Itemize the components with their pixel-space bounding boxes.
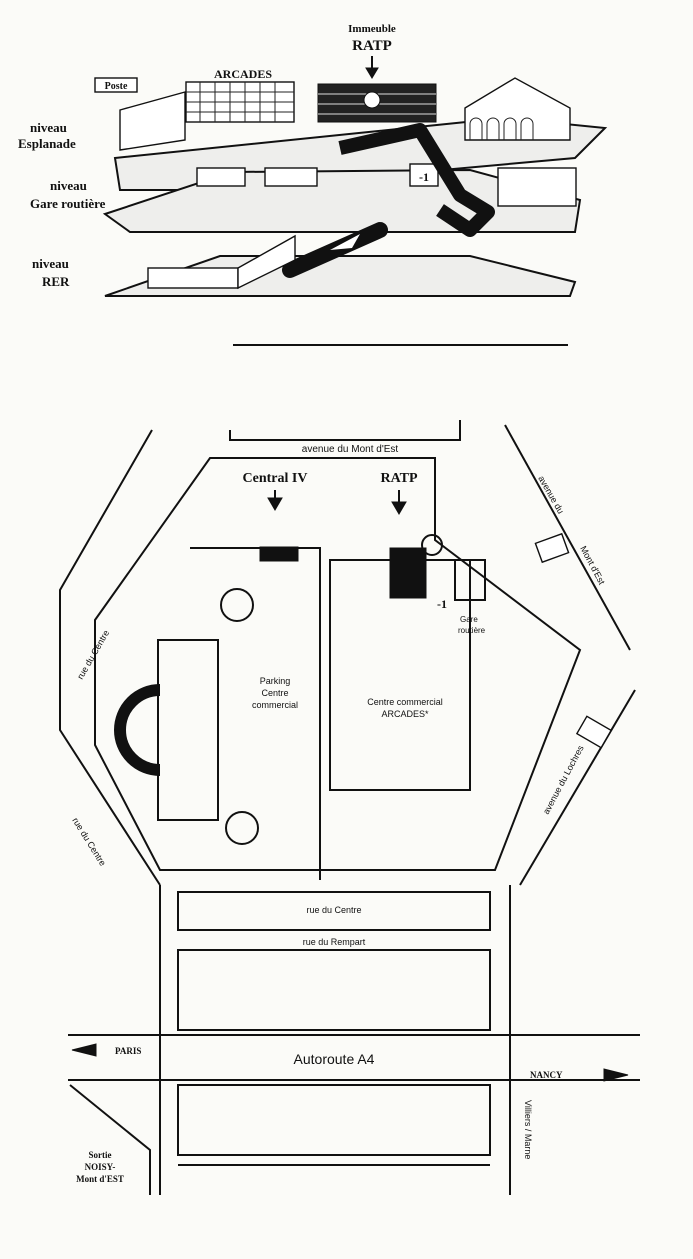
road-outer-left — [59, 429, 161, 886]
road-right-lower-outer — [519, 689, 636, 886]
autoroute-label: Autoroute A4 — [294, 1051, 375, 1067]
road-right-upper-outer — [504, 424, 631, 651]
parking-label-2: Centre — [261, 688, 288, 698]
road-top-outer — [229, 420, 461, 441]
escalator-upper — [338, 123, 495, 237]
parking-label-3: commercial — [252, 700, 298, 710]
sortie-label-3: Mont d'EST — [76, 1174, 124, 1184]
ratp-entrance — [363, 91, 381, 109]
gare-label-1: Gare — [460, 615, 478, 624]
parking-ramp — [114, 684, 161, 776]
arcades-label: ARCADES — [214, 67, 272, 81]
nancy-label: NANCY — [530, 1070, 563, 1080]
map-minus-one-label: -1 — [437, 597, 447, 611]
inner-block — [94, 457, 582, 871]
paris-label: PARIS — [115, 1046, 141, 1056]
rue-centre-block — [177, 891, 491, 931]
parking-label-1: Parking — [260, 676, 291, 686]
bridge-upper — [534, 532, 570, 564]
block-north-autoroute — [177, 949, 491, 1031]
ratp-top-label: RATP — [352, 38, 392, 54]
bus-3 — [497, 167, 577, 207]
block-south-autoroute — [177, 1084, 491, 1156]
bridge-lower — [575, 715, 613, 749]
rue-centre-bottom-label: rue du Centre — [306, 905, 361, 915]
centre-label-2: ARCADES* — [381, 709, 429, 719]
street-map: avenue du Mont d'Est Central IV RATP ave… — [59, 420, 640, 1195]
centre-label-1: Centre commercial — [367, 697, 443, 707]
immeuble-label: Immeuble — [348, 23, 396, 35]
level-gare-line1: niveau — [50, 178, 87, 193]
ratp-map-label: RATP — [380, 471, 418, 486]
gare-building — [454, 559, 486, 601]
sortie-label-2: NOISY- — [85, 1162, 116, 1172]
central-iv-label: Central IV — [243, 471, 308, 486]
street-lochres-label: avenue du Lochres — [541, 743, 586, 816]
ratp-map-building — [389, 547, 427, 599]
pavilion-building — [464, 77, 571, 141]
escalator-lower — [282, 222, 388, 278]
central-iv-building — [259, 546, 299, 562]
central-street — [190, 547, 321, 880]
level-esplanade-line1: niveau — [30, 120, 67, 135]
roundabout-left-top — [220, 588, 254, 622]
roundabout-top — [421, 534, 443, 556]
villiers-label: Villiers / Marne — [523, 1100, 533, 1159]
bus-1 — [196, 167, 246, 187]
sortie-label-1: Sortie — [89, 1150, 112, 1160]
level-gare-line2: Gare routière — [30, 196, 106, 211]
rer-station-wall — [237, 234, 296, 290]
paris-arrow — [71, 1043, 97, 1057]
level-diagram: Poste ARCADES Immeuble RATP -1 — [18, 23, 608, 346]
level-rer-line1: niveau — [32, 256, 69, 271]
ratp-arrow-head — [365, 67, 379, 79]
poste-label: Poste — [105, 81, 128, 92]
rue-centre-left-label-2: rue du Centre — [70, 816, 108, 868]
parking-structure — [157, 639, 219, 821]
poste-building — [119, 91, 186, 151]
level-minus-one-box — [409, 163, 439, 187]
street-top-label: avenue du Mont d'Est — [302, 444, 399, 455]
roundabout-left-bottom — [225, 811, 259, 845]
diagram-minus-one-label: -1 — [419, 170, 429, 184]
poste-sign — [94, 77, 138, 93]
nancy-arrow — [603, 1068, 629, 1082]
rer-station — [147, 267, 239, 289]
level-esplanade-line2: Esplanade — [18, 136, 76, 151]
rue-rempart-label: rue du Rempart — [303, 937, 366, 947]
gare-label-2: routière — [458, 626, 486, 635]
bus-2 — [264, 167, 318, 187]
escalator-arrow — [330, 234, 360, 250]
rue-centre-left-label: rue du Centre — [75, 628, 111, 681]
sortie-ramp — [69, 1084, 151, 1195]
level-rer-line2: RER — [42, 274, 70, 289]
